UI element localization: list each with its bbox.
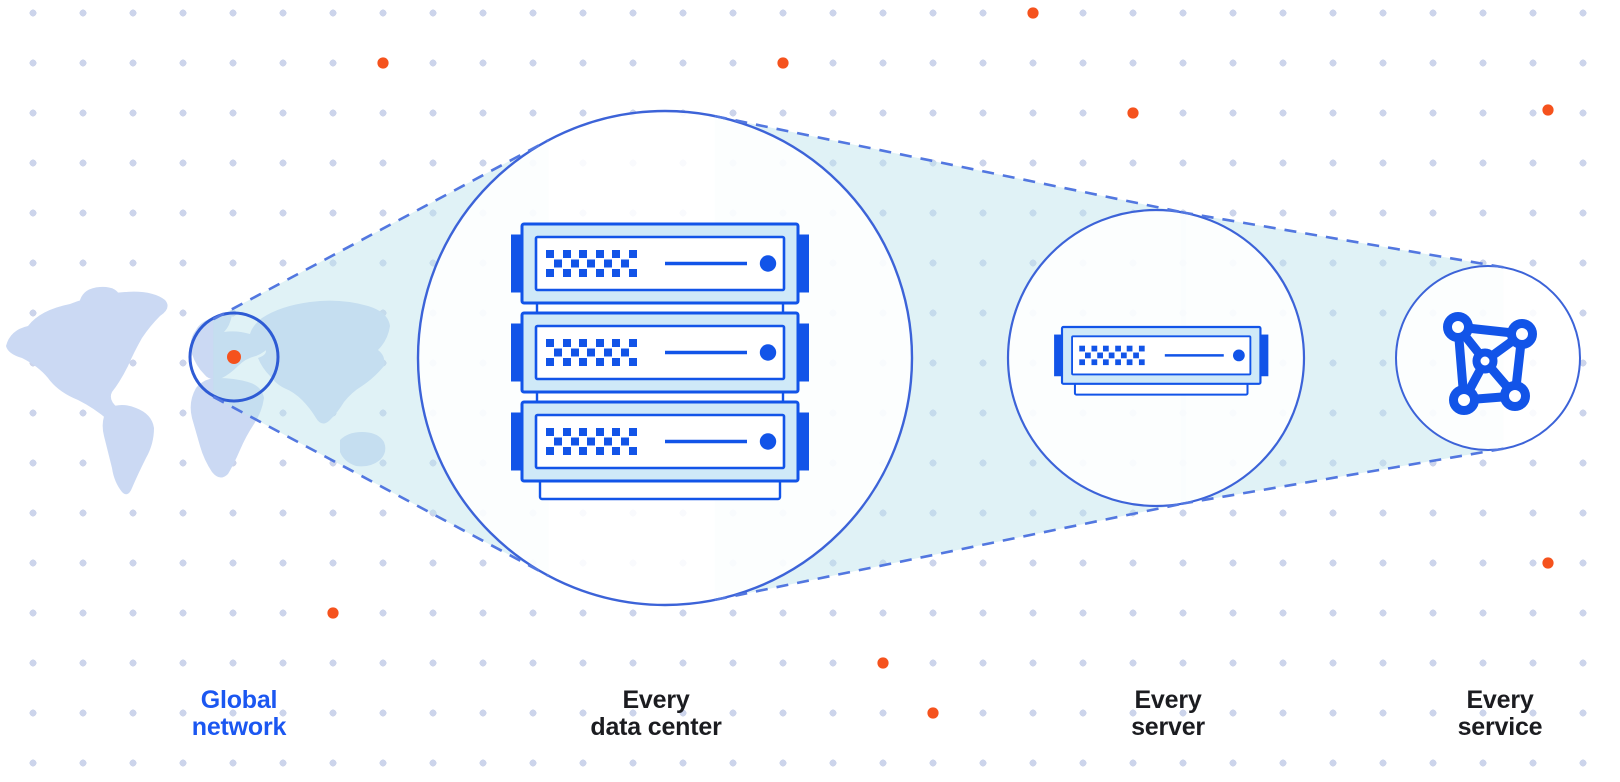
accent-orange-dot [777, 57, 789, 69]
map-australia [340, 432, 386, 467]
caption-every-data-center: Every data center [546, 687, 766, 741]
map-south-america [102, 405, 154, 495]
accent-orange-dot [1027, 7, 1039, 19]
rack-server-2 [509, 311, 811, 394]
caption-line: Every [1466, 686, 1534, 714]
world-map [6, 286, 390, 495]
accent-orange-dot [927, 707, 939, 719]
map-greenland [80, 286, 121, 323]
mesh-node [1449, 385, 1479, 415]
caption-every-server: Every server [1058, 687, 1278, 741]
single-server-illustration [1052, 325, 1270, 396]
caption-line: service [1457, 713, 1543, 741]
accent-orange-dot [1542, 557, 1554, 569]
caption-line: Global [200, 686, 278, 714]
map-asia [250, 300, 390, 424]
zoom-dashed-lines [212, 114, 1504, 602]
caption-every-service: Every service [1390, 687, 1610, 741]
caption-line: network [191, 713, 287, 741]
rack-server-1 [509, 222, 811, 305]
mesh-center-node [1472, 348, 1498, 374]
caption-line: data center [590, 713, 722, 741]
caption-line: Every [622, 686, 690, 714]
map-north-america [6, 291, 168, 427]
caption-global-network: Global network [129, 687, 349, 741]
mesh-node [1443, 312, 1473, 342]
map-europe [190, 313, 272, 380]
mesh-node [1507, 319, 1537, 349]
rack-server-3 [509, 400, 811, 483]
caption-line: server [1131, 713, 1205, 741]
map-africa [190, 378, 264, 478]
network-mesh-icon [1443, 312, 1537, 415]
accent-orange-dot [1542, 104, 1554, 116]
accent-orange-dot [327, 607, 339, 619]
accent-orange-dot [1127, 107, 1139, 119]
location-marker-dot [227, 350, 241, 364]
server-rack-illustration [509, 222, 811, 501]
accent-dots [327, 7, 1554, 719]
mesh-node [1500, 381, 1530, 411]
accent-orange-dot [377, 57, 389, 69]
single-server-unit [1052, 325, 1270, 386]
accent-orange-dot [877, 657, 889, 669]
caption-line: Every [1134, 686, 1202, 714]
map-region-circle [188, 311, 280, 403]
